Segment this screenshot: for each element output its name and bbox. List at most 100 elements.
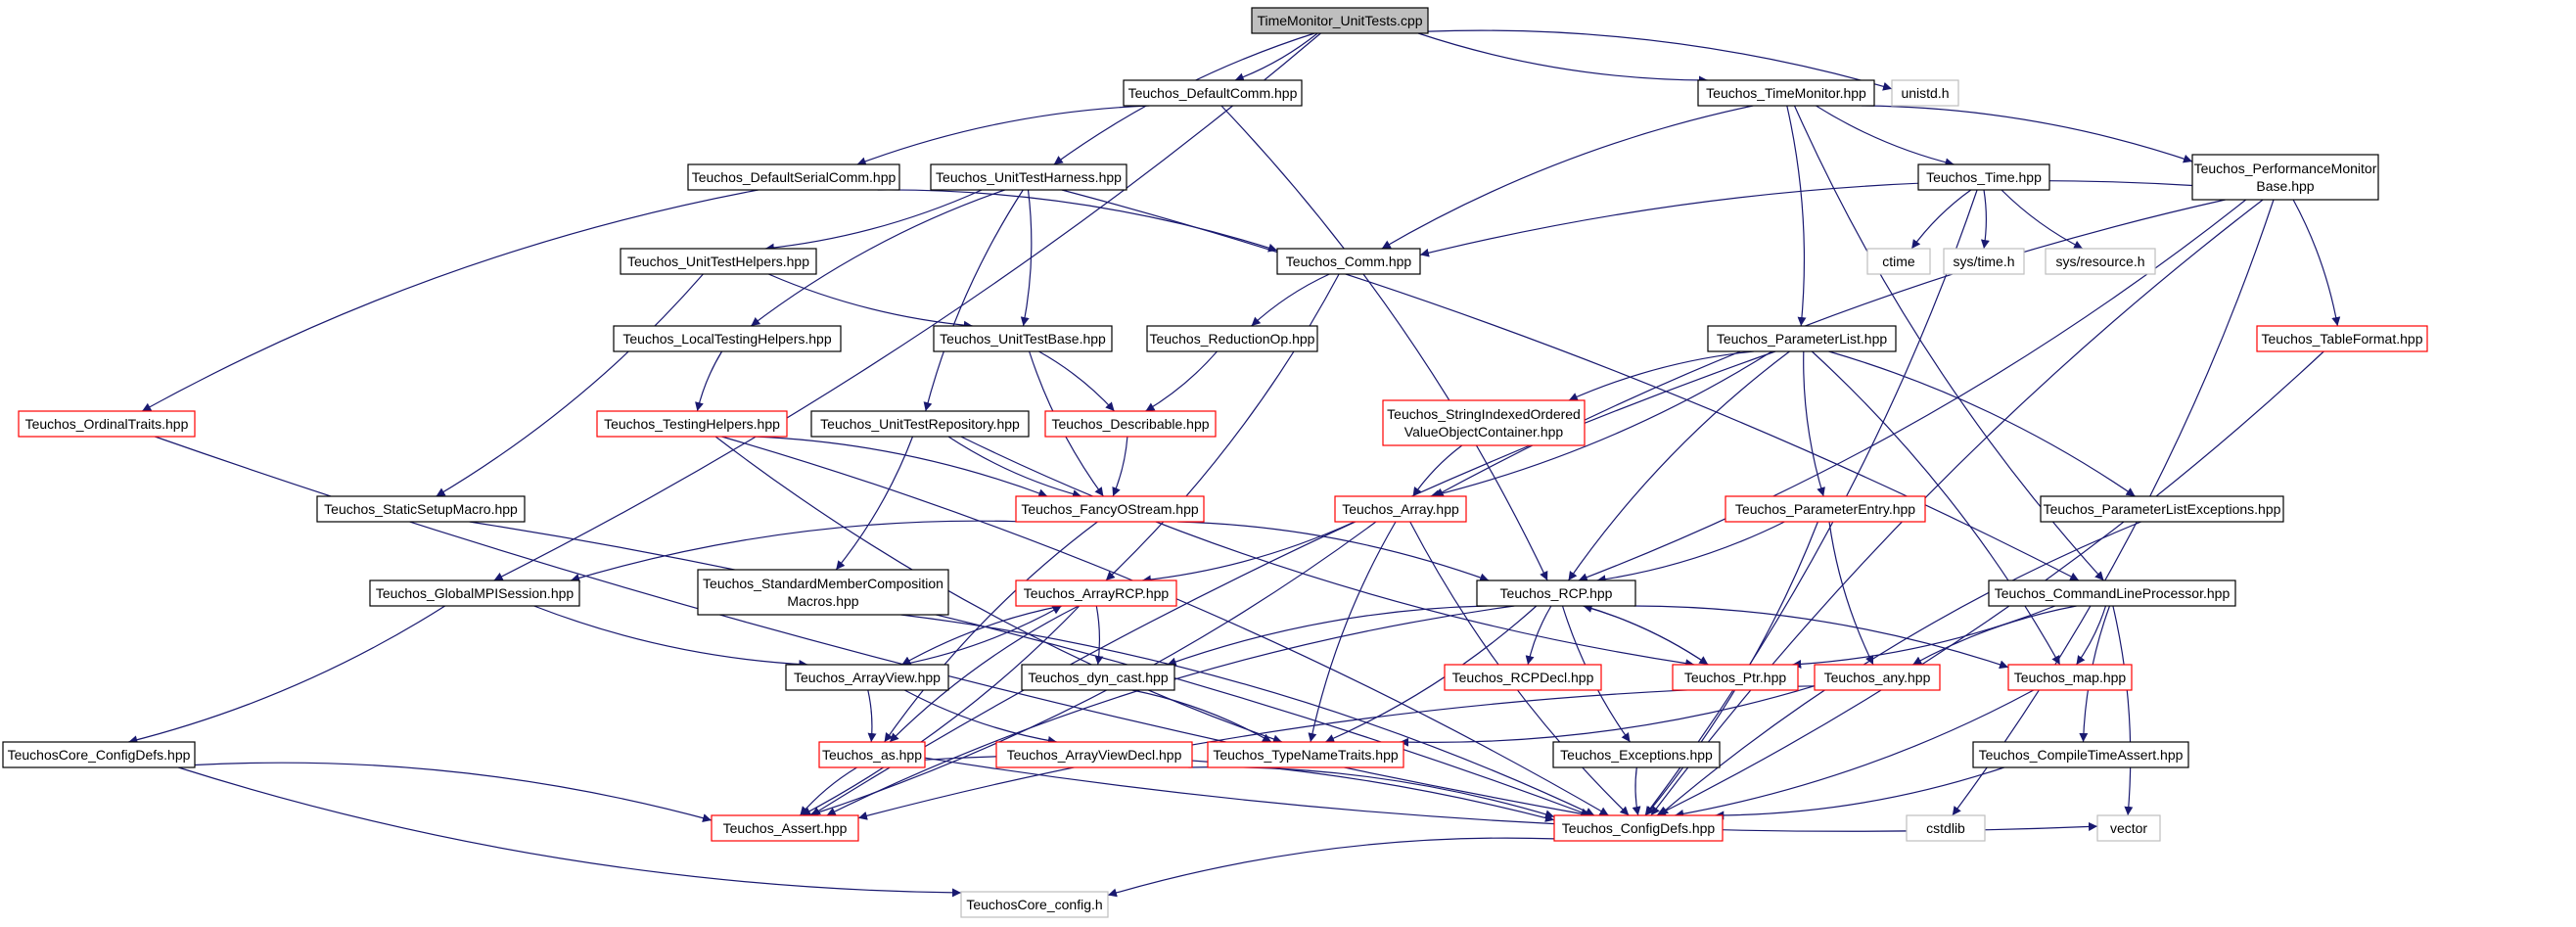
edge-strindexed-to-array — [1412, 444, 1463, 497]
node-pentry[interactable]: Teuchos_ParameterEntry.hpp — [1725, 495, 1926, 523]
node-timemon[interactable]: Teuchos_TimeMonitor.hpp — [1697, 79, 1875, 107]
node-cstdlib[interactable]: cstdlib — [1906, 814, 1986, 842]
node-label: Teuchos_ReductionOp.hpp — [1150, 331, 1315, 347]
node-avdecl[interactable]: Teuchos_ArrayViewDecl.hpp — [995, 741, 1193, 768]
node-typename[interactable]: Teuchos_TypeNameTraits.hpp — [1207, 741, 1404, 768]
node-clp[interactable]: Teuchos_CommandLineProcessor.hpp — [1988, 579, 2236, 607]
node-unistd[interactable]: unistd.h — [1891, 79, 1959, 107]
edge-perfmon-to-comm — [1419, 179, 2193, 257]
edge-timemon-to-time — [1816, 105, 1955, 167]
node-coreconfig[interactable]: TeuchosCore_config.h — [960, 891, 1109, 918]
node-plistexc[interactable]: Teuchos_ParameterListExceptions.hpp — [2040, 495, 2284, 523]
edge-defcomm-to-defserial — [856, 105, 1150, 166]
node-root[interactable]: TimeMonitor_UnitTests.cpp — [1251, 7, 1429, 34]
node-utrepo[interactable]: Teuchos_UnitTestRepository.hpp — [810, 410, 1030, 438]
edge-globalmpi-to-arrayview — [533, 605, 808, 670]
edge-clp-to-ptr — [1792, 605, 2056, 669]
node-label: Teuchos_StringIndexedOrdered — [1387, 406, 1581, 422]
node-dyncast[interactable]: Teuchos_dyn_cast.hpp — [1021, 664, 1175, 691]
node-label: Teuchos_CommandLineProcessor.hpp — [1995, 585, 2231, 601]
node-box — [1707, 325, 1897, 352]
node-any[interactable]: Teuchos_any.hpp — [1814, 664, 1941, 691]
nodes-layer: TimeMonitor_UnitTests.cppTeuchos_Default… — [2, 7, 2428, 918]
node-box — [930, 163, 1127, 191]
edge-globalmpi-to-coreconfigdefs — [128, 605, 446, 745]
node-arrayview[interactable]: Teuchos_ArrayView.hpp — [785, 664, 949, 691]
node-plist[interactable]: Teuchos_ParameterList.hpp — [1707, 325, 1897, 352]
node-describable[interactable]: Teuchos_Describable.hpp — [1044, 410, 1217, 438]
node-label: Teuchos_dyn_cast.hpp — [1028, 670, 1168, 685]
node-label: Teuchos_ParameterListExceptions.hpp — [2044, 501, 2281, 517]
edge-array-to-assert — [808, 521, 1377, 817]
node-array[interactable]: Teuchos_Array.hpp — [1334, 495, 1467, 523]
node-compiletime[interactable]: Teuchos_CompileTimeAssert.hpp — [1972, 741, 2189, 768]
node-strindexed[interactable]: Teuchos_StringIndexedOrderedValueObjectC… — [1382, 399, 1586, 446]
node-utbase[interactable]: Teuchos_UnitTestBase.hpp — [933, 325, 1113, 352]
node-map[interactable]: Teuchos_map.hpp — [2007, 664, 2133, 691]
node-label: Teuchos_FancyOStream.hpp — [1021, 501, 1199, 517]
node-label: Teuchos_DefaultSerialComm.hpp — [692, 169, 897, 185]
node-rcp[interactable]: Teuchos_RCP.hpp — [1476, 579, 1636, 607]
edge-utrepo-to-fancy — [947, 436, 1082, 499]
node-ordinal[interactable]: Teuchos_OrdinalTraits.hpp — [18, 410, 196, 438]
node-label: Teuchos_as.hpp — [822, 747, 922, 763]
edge-harness-to-utrepo — [923, 189, 1024, 412]
node-box — [1444, 664, 1602, 691]
node-box — [1891, 79, 1959, 107]
edge-ptr-to-rcp — [1583, 604, 1709, 666]
node-ptr[interactable]: Teuchos_Ptr.hpp — [1672, 664, 1799, 691]
node-systime[interactable]: sys/time.h — [1943, 248, 2025, 275]
node-label: Teuchos_GlobalMPISession.hpp — [376, 585, 575, 601]
node-stdmember[interactable]: Teuchos_StandardMemberCompositionMacros.… — [697, 569, 949, 616]
node-label: ctime — [1882, 254, 1915, 269]
node-time[interactable]: Teuchos_Time.hpp — [1917, 163, 2050, 191]
node-box — [1146, 325, 1318, 352]
node-helpers[interactable]: Teuchos_UnitTestHelpers.hpp — [620, 248, 817, 275]
node-vector[interactable]: vector — [2096, 814, 2161, 842]
node-arrayrcp[interactable]: Teuchos_ArrayRCP.hpp — [1015, 579, 1177, 607]
node-configdefs[interactable]: Teuchos_ConfigDefs.hpp — [1553, 814, 1724, 842]
node-box — [785, 664, 949, 691]
node-defserial[interactable]: Teuchos_DefaultSerialComm.hpp — [687, 163, 900, 191]
node-ctime[interactable]: ctime — [1866, 248, 1931, 275]
node-label: Teuchos_TableFormat.hpp — [2262, 331, 2423, 347]
node-label: cstdlib — [1926, 820, 1965, 836]
node-label: Teuchos_ConfigDefs.hpp — [1562, 820, 1716, 836]
edge-pentry-to-any — [1828, 521, 1874, 666]
edge-describable-to-fancy — [1112, 436, 1128, 497]
node-staticsetup[interactable]: Teuchos_StaticSetupMacro.hpp — [316, 495, 526, 523]
node-assert[interactable]: Teuchos_Assert.hpp — [711, 814, 859, 842]
node-box — [1251, 7, 1429, 34]
edge-stdmember-to-configdefs — [900, 614, 1595, 816]
node-globalmpi[interactable]: Teuchos_GlobalMPISession.hpp — [369, 579, 580, 607]
node-rcpdecl[interactable]: Teuchos_RCPDecl.hpp — [1444, 664, 1602, 691]
edge-fancy-to-rcp — [1176, 521, 1490, 582]
edge-arrayrcp-to-arrayview — [901, 605, 1062, 666]
edge-tableformat-to-configdefs — [1656, 350, 2324, 816]
node-comm[interactable]: Teuchos_Comm.hpp — [1276, 248, 1421, 275]
node-box — [818, 741, 926, 768]
node-reduction[interactable]: Teuchos_ReductionOp.hpp — [1146, 325, 1318, 352]
node-label: Macros.hpp — [787, 593, 858, 609]
edge-exceptions-to-configdefs — [1632, 766, 1641, 816]
node-label: Teuchos_PerformanceMonitor — [2194, 161, 2377, 176]
node-fancy[interactable]: Teuchos_FancyOStream.hpp — [1015, 495, 1205, 523]
edge-dyncast-to-typename — [1131, 689, 1272, 743]
edge-clp-to-any — [1912, 605, 2077, 666]
node-localtest[interactable]: Teuchos_LocalTestingHelpers.hpp — [613, 325, 842, 352]
node-sysres[interactable]: sys/resource.h — [2045, 248, 2156, 275]
node-coreconfigdefs[interactable]: TeuchosCore_ConfigDefs.hpp — [2, 741, 196, 768]
node-as[interactable]: Teuchos_as.hpp — [818, 741, 926, 768]
node-defcomm[interactable]: Teuchos_DefaultComm.hpp — [1123, 79, 1303, 107]
node-label: Teuchos_Exceptions.hpp — [1560, 747, 1713, 763]
node-harness[interactable]: Teuchos_UnitTestHarness.hpp — [930, 163, 1127, 191]
edge-plist-to-plistexc — [1828, 350, 2136, 497]
node-exceptions[interactable]: Teuchos_Exceptions.hpp — [1552, 741, 1721, 768]
edge-testhelpers-to-typename — [714, 436, 1283, 744]
node-testhelpers[interactable]: Teuchos_TestingHelpers.hpp — [596, 410, 788, 438]
node-tableformat[interactable]: Teuchos_TableFormat.hpp — [2256, 325, 2428, 352]
node-label: unistd.h — [1901, 85, 1949, 101]
edge-rcp-to-map — [1633, 605, 2009, 670]
edge-perfmon-to-rcp — [1578, 199, 2247, 581]
